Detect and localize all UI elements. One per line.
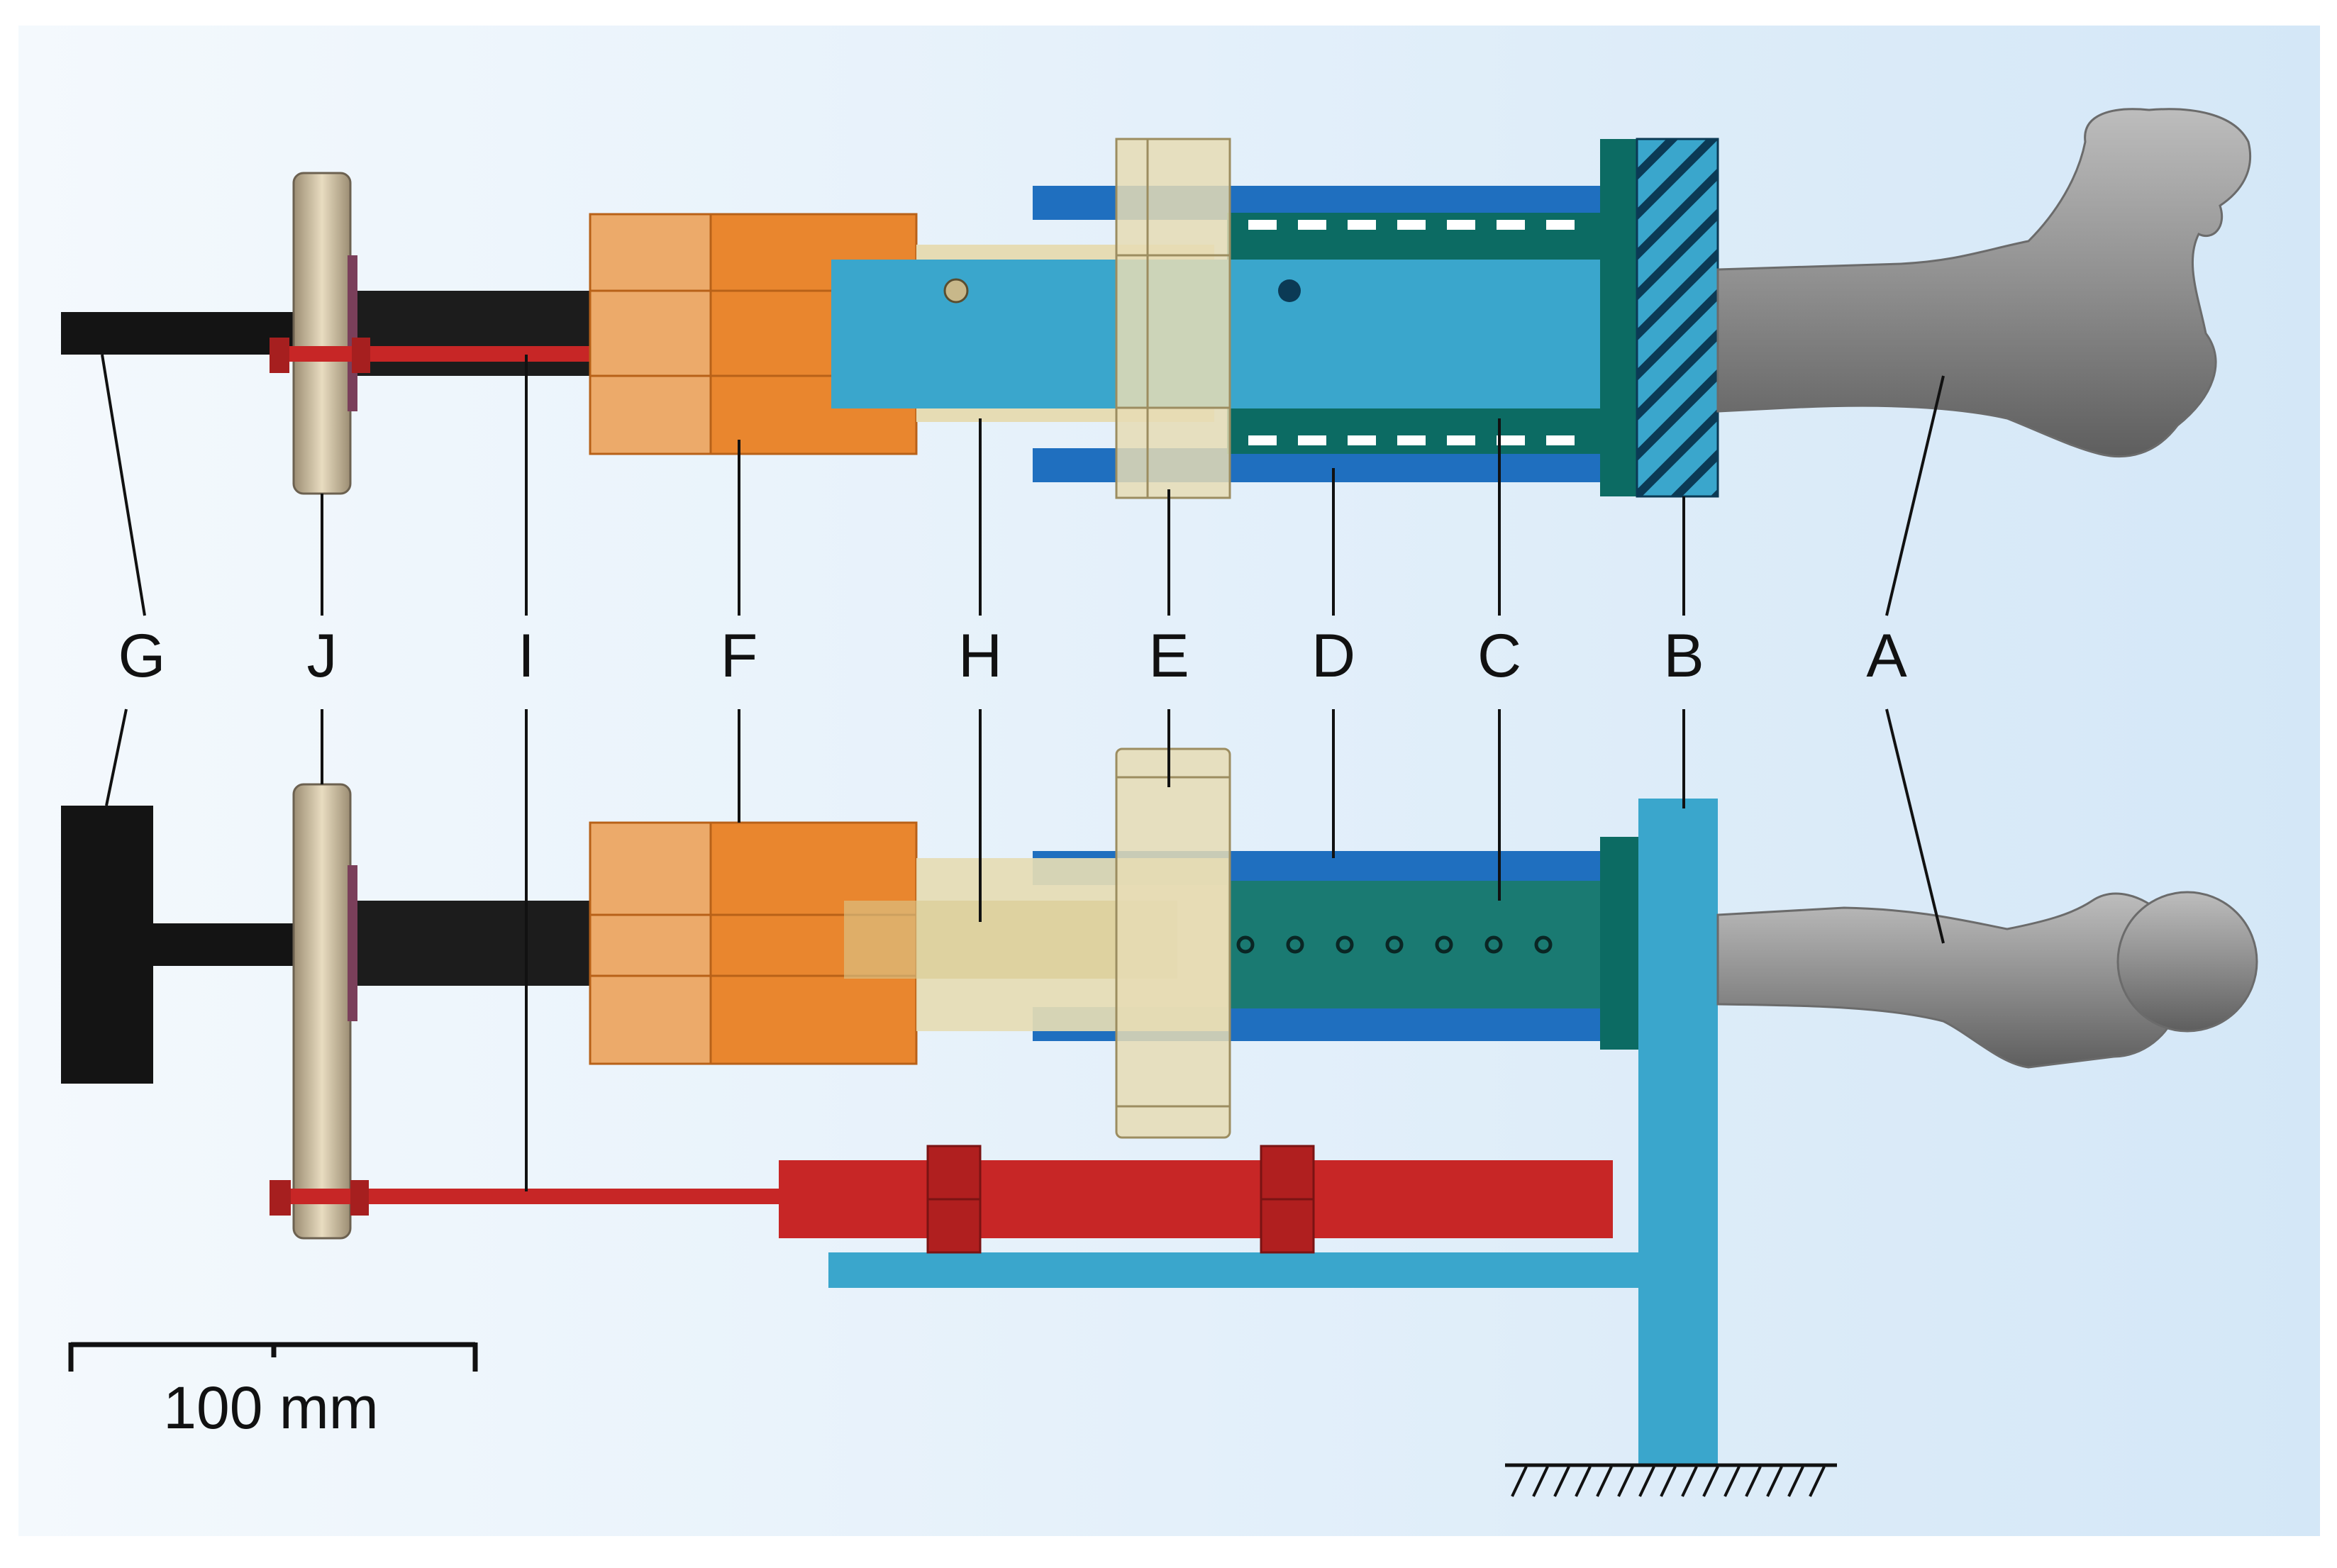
top-disc-j-hub	[348, 255, 357, 411]
label-j: J	[307, 622, 338, 690]
top-orange-housing-left	[589, 213, 712, 455]
label-c: C	[1477, 622, 1521, 690]
bottom-end-cap	[1600, 837, 1640, 1050]
bottom-black-shaft-thin	[152, 923, 301, 966]
top-pin-left	[943, 278, 969, 304]
scale-bar-label: 100 mm	[163, 1374, 378, 1441]
bottom-red-rod-nut-left	[270, 1180, 291, 1216]
top-spring-dashes-lower	[1248, 435, 1575, 445]
labels: G J I F H E D C B A	[118, 622, 1908, 690]
top-view	[61, 108, 2252, 499]
top-spring-dashes-upper	[1248, 220, 1575, 230]
leader-lines	[101, 354, 1945, 1191]
bottom-red-rod-nut-right	[350, 1180, 369, 1216]
bottom-flange-e	[1115, 747, 1231, 1139]
top-flange-e	[1115, 138, 1231, 499]
bottom-femoral-head	[2116, 891, 2258, 1033]
label-a: A	[1866, 622, 1907, 690]
label-e: E	[1148, 622, 1189, 690]
top-red-rod-nut-left	[270, 338, 289, 373]
bottom-black-shaft	[348, 901, 600, 986]
bottom-red-rod	[272, 1189, 783, 1204]
bottom-frame-vertical-b	[1638, 799, 1718, 1465]
label-i: I	[518, 622, 535, 690]
bottom-teal-holes	[1236, 935, 1553, 954]
bottom-view	[61, 747, 2258, 1497]
bottom-red-cylinder	[779, 1160, 1613, 1238]
bottom-teal-bar	[1227, 881, 1624, 1008]
top-end-cap	[1600, 139, 1640, 496]
top-hatched-plate-b	[1636, 138, 1719, 498]
label-f: F	[721, 622, 758, 690]
scale-bar	[68, 1342, 478, 1372]
label-h: H	[958, 622, 1002, 690]
top-bone-a	[1716, 108, 2252, 458]
label-g: G	[118, 622, 166, 690]
label-d: D	[1311, 622, 1355, 690]
top-red-rod-nut-right	[352, 338, 370, 373]
bottom-disc-j-hub	[348, 865, 357, 1021]
top-disc-j	[292, 172, 352, 495]
bottom-frame-horizontal	[828, 1252, 1641, 1288]
top-pin-right	[1278, 279, 1301, 302]
bottom-black-block	[61, 806, 153, 1084]
bottom-disc-j	[292, 783, 352, 1240]
ground-hatch	[1511, 1466, 1826, 1497]
label-b: B	[1663, 622, 1704, 690]
bottom-orange-housing-left	[589, 821, 712, 1065]
